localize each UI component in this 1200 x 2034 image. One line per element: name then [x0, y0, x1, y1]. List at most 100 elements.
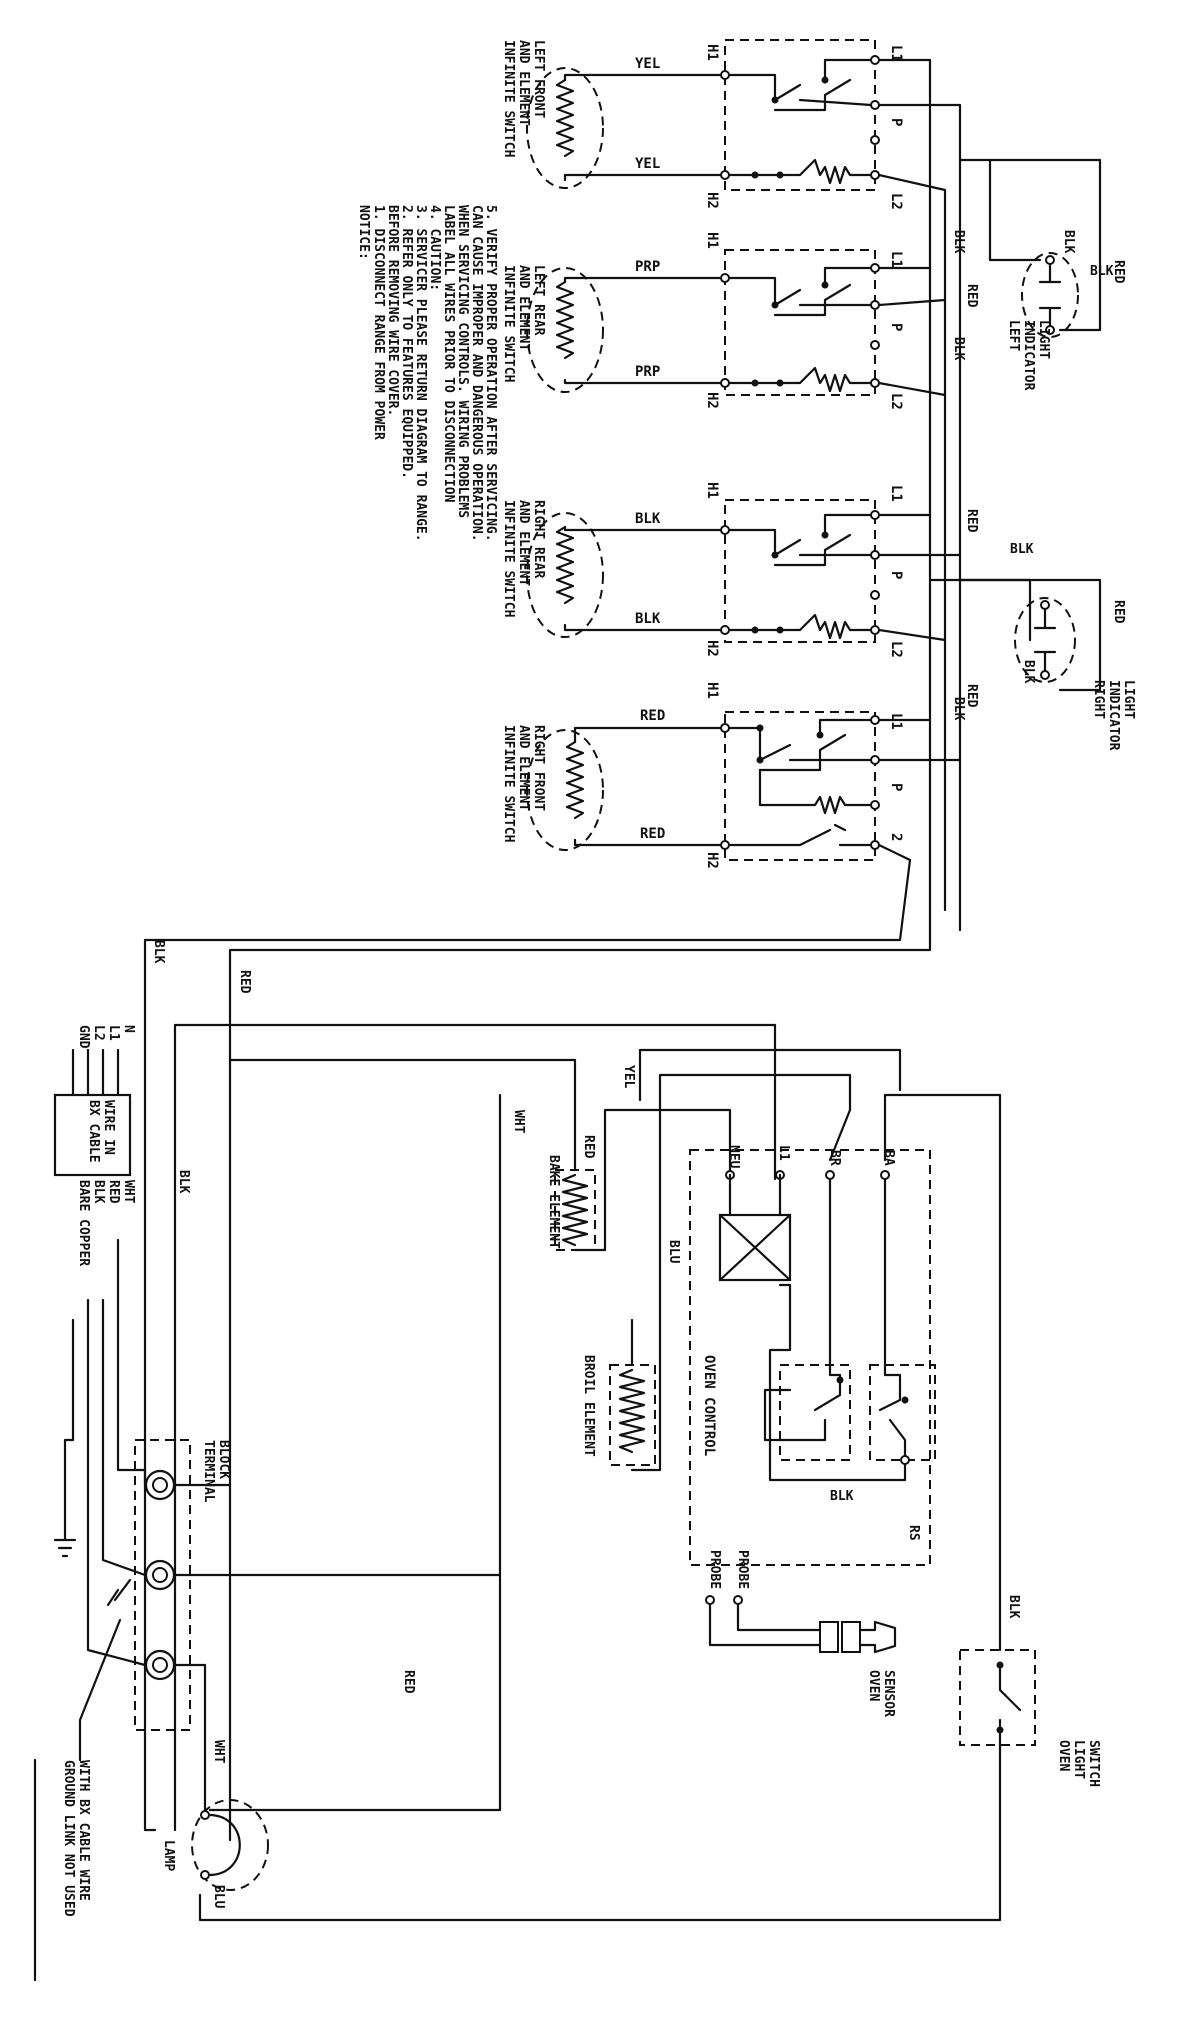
- bx-cable-label: BX CABLE: [86, 1100, 101, 1163]
- switch-right-rear: INFINITE SWITCH AND ELEMENT RIGHT REAR B…: [501, 482, 904, 658]
- wire-label: BLU: [666, 1240, 681, 1264]
- oven-terminal-rs: RS: [906, 1525, 921, 1541]
- wire: [638, 1048, 902, 1102]
- light-switch-label: LIGHT: [1071, 1740, 1086, 1779]
- terminal-l2: L2: [888, 393, 904, 410]
- blk-to-left-indicator: [988, 158, 1042, 262]
- wire: [563, 525, 722, 532]
- bake-relay-contacts: [763, 1177, 842, 1442]
- wire-label: YEL: [635, 156, 660, 172]
- wire-label: YEL: [635, 56, 660, 72]
- relay-leads: [728, 1173, 782, 1217]
- light-switch-contacts: [198, 1663, 1022, 1922]
- wire-label: PRP: [635, 259, 660, 275]
- notice-line: LABEL ALL WIRES PRIOR TO DISCONNECTION: [441, 205, 456, 503]
- terminal-2: 2: [888, 833, 904, 841]
- broil-element-label: BROIL ELEMENT: [581, 1355, 596, 1457]
- sensor-label: SENSOR: [881, 1670, 896, 1717]
- oven-terminal-l1: L1: [776, 1145, 791, 1161]
- switch-contacts: [727, 266, 873, 317]
- indicator-label: LEFT: [1006, 320, 1021, 351]
- switch-heater: [758, 768, 873, 815]
- oven-terminal-ba: BA: [881, 1150, 896, 1166]
- wire: [563, 73, 722, 82]
- wire: [228, 1058, 577, 1172]
- element-coil: [555, 78, 575, 158]
- bx-cable: [53, 1093, 132, 1177]
- notice-line: CAN CAUSE IMPROPER AND DANGEROUS OPERATI…: [469, 205, 484, 542]
- indicator-lamp: [1033, 607, 1057, 673]
- light-switch-label: OVEN: [1056, 1740, 1071, 1771]
- switch-label: AND ELEMENT: [516, 500, 531, 586]
- notice-line: BEFORE REMOVING WIRE COVER.: [385, 205, 400, 416]
- wire: [630, 1073, 852, 1472]
- probe-wires: [708, 1602, 822, 1647]
- switch-contacts: [727, 58, 873, 112]
- wire: [563, 276, 722, 284]
- indicator-label: RIGHT: [1091, 680, 1106, 719]
- bake-relay: [779, 1364, 851, 1461]
- red-main-feed: [228, 918, 932, 1842]
- broil-element-coil: [618, 1368, 646, 1454]
- bake-element-coil: [561, 1173, 589, 1247]
- switch-label: AND ELEMENT: [516, 725, 531, 811]
- element-coil: [565, 740, 585, 820]
- terminal-p: P: [888, 323, 904, 331]
- indicator-outline: [1021, 252, 1079, 338]
- blk-to-right-indicator: [928, 578, 1032, 642]
- switch-heater: [727, 158, 873, 185]
- terminal-p: P: [888, 118, 904, 126]
- oven-light-switch: OVEN LIGHT SWITCH: [198, 1649, 1101, 1922]
- switch-contacts: [727, 718, 873, 772]
- wire: [573, 1108, 732, 1252]
- switch-label: INFINITE SWITCH: [501, 40, 516, 157]
- switch-label: AND ELEMENT: [516, 265, 531, 351]
- broil-relay: [869, 1364, 936, 1461]
- switch-label: RIGHT REAR: [531, 500, 546, 578]
- sensor-connector: [841, 1621, 861, 1653]
- wire: [563, 623, 722, 632]
- wire-label: BLK: [1006, 1595, 1021, 1619]
- light-switch-label: SWITCH: [1086, 1740, 1101, 1787]
- red-to-left-indicator: [958, 158, 1102, 332]
- power-supply: N L1 L2 GND WIRE IN BX CABLE WHT RED BLK…: [33, 1025, 147, 1982]
- notice-title: NOTICE:: [356, 205, 371, 260]
- wire-label: RED: [964, 284, 979, 308]
- cable-wht: WHT: [121, 1180, 136, 1204]
- oven-control-label: OVEN CONTROL: [701, 1355, 717, 1456]
- wire-label: RED: [1111, 260, 1126, 284]
- switch-label: RIGHT FRONT: [531, 725, 546, 811]
- oven-terminal-br: BR: [827, 1150, 842, 1166]
- switch-left-rear: INFINITE SWITCH AND ELEMENT LEFT REAR PR…: [501, 232, 904, 410]
- bake-element: BAKE ELEMENT: [546, 1155, 596, 1251]
- broil-relay-contacts: [878, 1177, 907, 1462]
- terminal-h1: H1: [704, 682, 720, 699]
- bake-element-label: BAKE ELEMENT: [546, 1155, 561, 1249]
- surface-element-outline: [526, 729, 604, 851]
- indicator-label: LIGHT: [1121, 680, 1136, 719]
- wire-label: PRP: [635, 364, 660, 380]
- wire-label: BLK: [151, 940, 166, 964]
- ground-icon: [53, 1538, 77, 1558]
- line-bus: BLK RED BLK RED BLK RED BLK BLK RED BLK …: [143, 58, 1126, 1842]
- lamp-filament: [207, 1813, 241, 1877]
- oven-terminal-neu: NEU: [726, 1145, 741, 1169]
- terminal-block: TERMINAL BLOCK: [134, 1439, 502, 1732]
- terminal-block-label: TERMINAL: [201, 1440, 216, 1503]
- wire-label: WHT: [511, 1110, 526, 1134]
- switch-label: LEFT FRONT: [531, 40, 546, 118]
- oven-control-housing: [689, 1149, 931, 1566]
- switch-label: INFINITE SWITCH: [501, 265, 516, 382]
- wire-label: WHT: [211, 1740, 226, 1764]
- cable-bare: BARE COPPER: [76, 1180, 91, 1266]
- indicator-label: INDICATOR: [1021, 320, 1036, 391]
- bus-taps: [877, 266, 947, 397]
- switch-housing: [724, 499, 876, 643]
- wire-label: BLK: [951, 337, 966, 361]
- switch-contacts: [727, 823, 873, 847]
- terminal-l1: L1: [888, 251, 904, 268]
- cable-blk: BLK: [91, 1180, 106, 1204]
- oven-control: NEU L1 BR BA RS OVEN CONTROL BLK PROBE P…: [689, 1145, 936, 1647]
- wire-label: BLK: [635, 611, 661, 627]
- bus-taps: [877, 718, 962, 862]
